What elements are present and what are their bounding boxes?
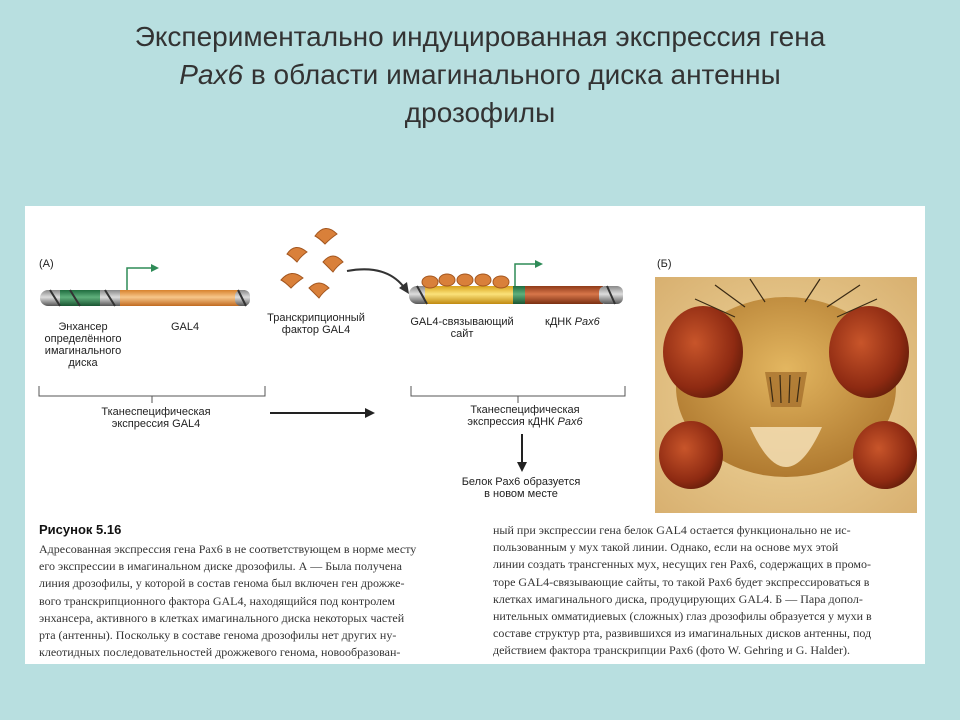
tf-label-line: Транскрипционный bbox=[267, 312, 365, 324]
caption-line: действием фактора транскрипции Pax6 (фот… bbox=[493, 643, 850, 658]
tf-label: Транскрипционный фактор GAL4 bbox=[261, 312, 371, 336]
tissue-expression-right: Тканеспецифическая экспрессия кДНК Pax6 bbox=[445, 404, 605, 428]
left-gene-construct bbox=[40, 264, 250, 307]
tissue-right-gene: Pax6 bbox=[557, 416, 583, 428]
right-gene-construct bbox=[409, 260, 623, 305]
caption-line: Адресованная экспрессия гена Pax6 в не с… bbox=[39, 542, 417, 556]
figure-panel: (А) (Б) Энхансер определённого имагиналь… bbox=[25, 206, 925, 664]
binding-site-label: GAL4-связывающий сайт bbox=[407, 316, 517, 340]
tissue-right-line: Тканеспецифическая bbox=[470, 404, 580, 416]
curved-arrow-head bbox=[399, 282, 409, 294]
gal4-gene-label: GAL4 bbox=[171, 321, 200, 333]
title-line-3: дрозофилы bbox=[404, 97, 556, 128]
caption-line: рта (антенны). Поскольку в составе геном… bbox=[39, 628, 397, 643]
enhancer-label-line: определённого bbox=[44, 333, 122, 345]
caption-heading: Рисунок 5.16 bbox=[39, 522, 122, 537]
caption-line: ный при экспрессии гена белок GAL4 остае… bbox=[493, 523, 851, 537]
cdna-label: кДНК Pax6 bbox=[545, 316, 600, 328]
title-gene-name: Pax6 bbox=[179, 59, 244, 90]
panel-a-label: (А) bbox=[39, 258, 54, 270]
tf-label-line: фактор GAL4 bbox=[281, 324, 351, 336]
cdna-label-prefix: кДНК bbox=[545, 316, 575, 328]
enhancer-label-line: Энхансер bbox=[58, 321, 108, 333]
caption-line: пользованным у мух такой линии. Однако, … bbox=[493, 540, 839, 555]
caption-line: энхансера, активного в клетках имагиналь… bbox=[39, 610, 405, 625]
gal4-protein-cluster bbox=[280, 228, 344, 299]
tissue-right-line: экспрессия кДНК Pax6 bbox=[445, 416, 605, 428]
curved-arrow bbox=[346, 268, 404, 287]
cdna-label-gene: Pax6 bbox=[574, 316, 600, 328]
protein-forms-label: Белок Pax6 образуется в новом месте bbox=[451, 476, 591, 500]
eye-lower-right bbox=[853, 421, 917, 489]
eye-lower-left bbox=[659, 421, 723, 489]
left-brace bbox=[38, 386, 266, 403]
eye-upper-right bbox=[829, 306, 909, 398]
gene-diagram bbox=[38, 228, 626, 472]
enhancer-label-line: имагинального bbox=[44, 345, 122, 357]
caption-line: линия дрозофилы, у которой в состав гено… bbox=[39, 576, 405, 591]
title-line-1: Экспериментально индуцированная экспресс… bbox=[134, 21, 826, 52]
enhancer-label-line: диска bbox=[68, 357, 98, 369]
caption-line: вого транскрипционного фактора GAL4, нах… bbox=[39, 593, 395, 608]
binding-site-label-line: GAL4-связывающий bbox=[410, 316, 514, 328]
caption-line: его экспрессии в имагинальном диске дроз… bbox=[39, 559, 402, 574]
caption-left: Адресованная экспрессия гена Pax6 в не с… bbox=[39, 541, 451, 661]
tissue-right-prefix: экспрессия кДНК bbox=[467, 416, 558, 428]
tissue-expression-left: Тканеспецифическая экспрессия GAL4 bbox=[81, 406, 231, 430]
caption-line: клеотидных последовательностей дрожжевог… bbox=[39, 645, 401, 660]
caption-line: составе структур рта, развившихся из има… bbox=[493, 626, 872, 641]
title-line-2: Pax6 в области имагинального диска антен… bbox=[40, 56, 920, 94]
caption-line: нительных омматидиевых (сложных) глаз др… bbox=[493, 609, 872, 624]
eye-upper-left bbox=[663, 306, 743, 398]
protein-label-line: в новом месте bbox=[484, 488, 558, 500]
caption-right: ный при экспрессии гена белок GAL4 остае… bbox=[493, 522, 918, 660]
caption-line: клетках имагинального диска, продуцирующ… bbox=[493, 591, 863, 606]
tissue-left-line: экспрессия GAL4 bbox=[111, 418, 201, 430]
slide-title: Экспериментально индуцированная экспресс… bbox=[40, 18, 920, 132]
title-line-2-rest: в области имагинального диска антенны bbox=[243, 59, 781, 90]
tissue-left-line: Тканеспецифическая bbox=[101, 406, 211, 418]
right-brace bbox=[410, 386, 626, 403]
binding-site-label-line: сайт bbox=[450, 328, 474, 340]
panel-b-label: (Б) bbox=[657, 258, 672, 270]
protein-label-line: Белок Pax6 образуется bbox=[461, 476, 581, 488]
caption-line: торе GAL4-связывающие сайты, то такой Pa… bbox=[493, 574, 870, 589]
enhancer-label: Энхансер определённого имагинального дис… bbox=[33, 321, 133, 369]
caption-line: линии создать трансгенных мух, несущих г… bbox=[493, 557, 871, 572]
fly-head-photo bbox=[655, 277, 917, 513]
